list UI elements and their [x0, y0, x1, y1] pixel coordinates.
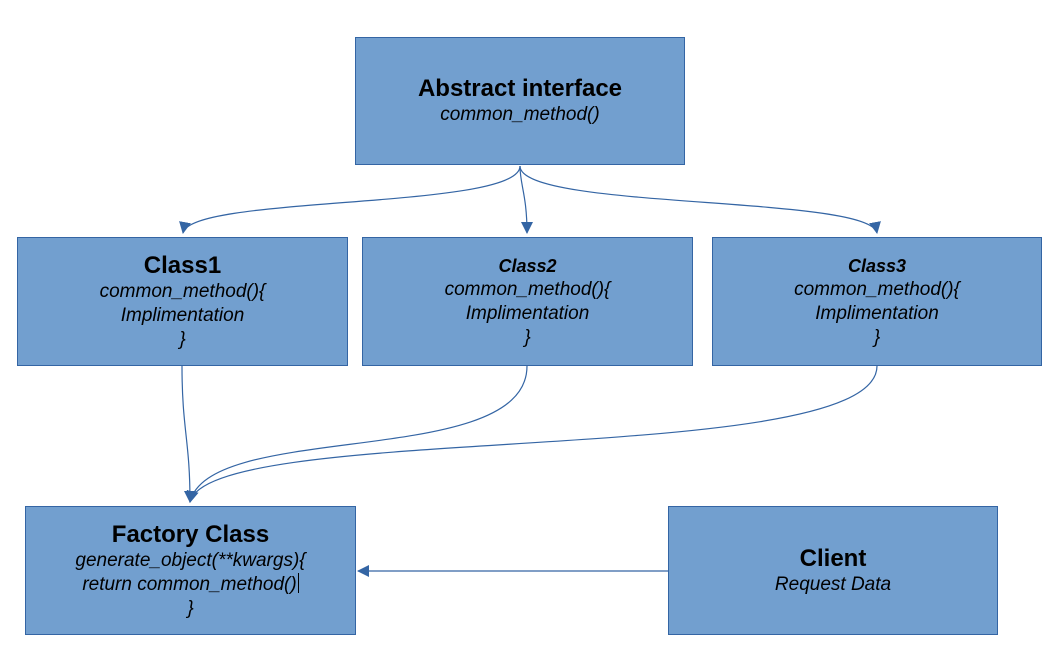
arrow-abstract-to-class2: [519, 165, 533, 234]
text-cursor: [297, 572, 299, 593]
client-title: Client: [799, 544, 867, 572]
class1-implementation-line: Implimentation: [120, 304, 245, 326]
class1-closing-brace: }: [179, 328, 186, 350]
class2-closing-brace: }: [524, 326, 531, 348]
class3-title: Class3: [847, 255, 907, 276]
factory-return-line: return common_method(): [82, 573, 297, 595]
arrow-abstract-to-class3: [519, 165, 881, 234]
class3-implementation-line: Implimentation: [815, 302, 939, 324]
factory-closing-brace: }: [187, 597, 194, 619]
abstract-interface-box: Abstract interface common_method(): [355, 37, 685, 165]
class1-title: Class1: [143, 251, 222, 279]
abstract-interface-title: Abstract interface: [417, 75, 623, 102]
class1-box: Class1 common_method(){ Implimentation }: [17, 237, 348, 366]
arrow-class3-to-factory: [186, 365, 878, 503]
class2-box: Class2 common_method(){ Implimentation }: [362, 237, 693, 366]
client-request-data: Request Data: [774, 573, 892, 595]
class2-method-line: common_method(){: [444, 278, 611, 300]
class2-implementation-line: Implimentation: [465, 302, 590, 324]
class3-closing-brace: }: [873, 326, 881, 348]
class1-method-line: common_method(){: [99, 280, 266, 302]
factory-generate-line: generate_object(**kwargs){: [75, 549, 306, 571]
class3-box: Class3 common_method(){ Implimentation }: [712, 237, 1042, 366]
client-box: Client Request Data: [668, 506, 998, 635]
abstract-interface-method: common_method(): [440, 104, 600, 125]
factory-class-title: Factory Class: [111, 520, 270, 548]
arrow-class2-to-factory: [186, 365, 528, 503]
factory-return-line-wrap: return common_method(): [82, 572, 299, 597]
arrow-class1-to-factory: [181, 365, 196, 503]
class2-title: Class2: [498, 255, 557, 276]
class3-method-line: common_method(){: [794, 278, 960, 300]
arrow-abstract-to-class1: [179, 165, 521, 234]
factory-class-box: Factory Class generate_object(**kwargs){…: [25, 506, 356, 635]
